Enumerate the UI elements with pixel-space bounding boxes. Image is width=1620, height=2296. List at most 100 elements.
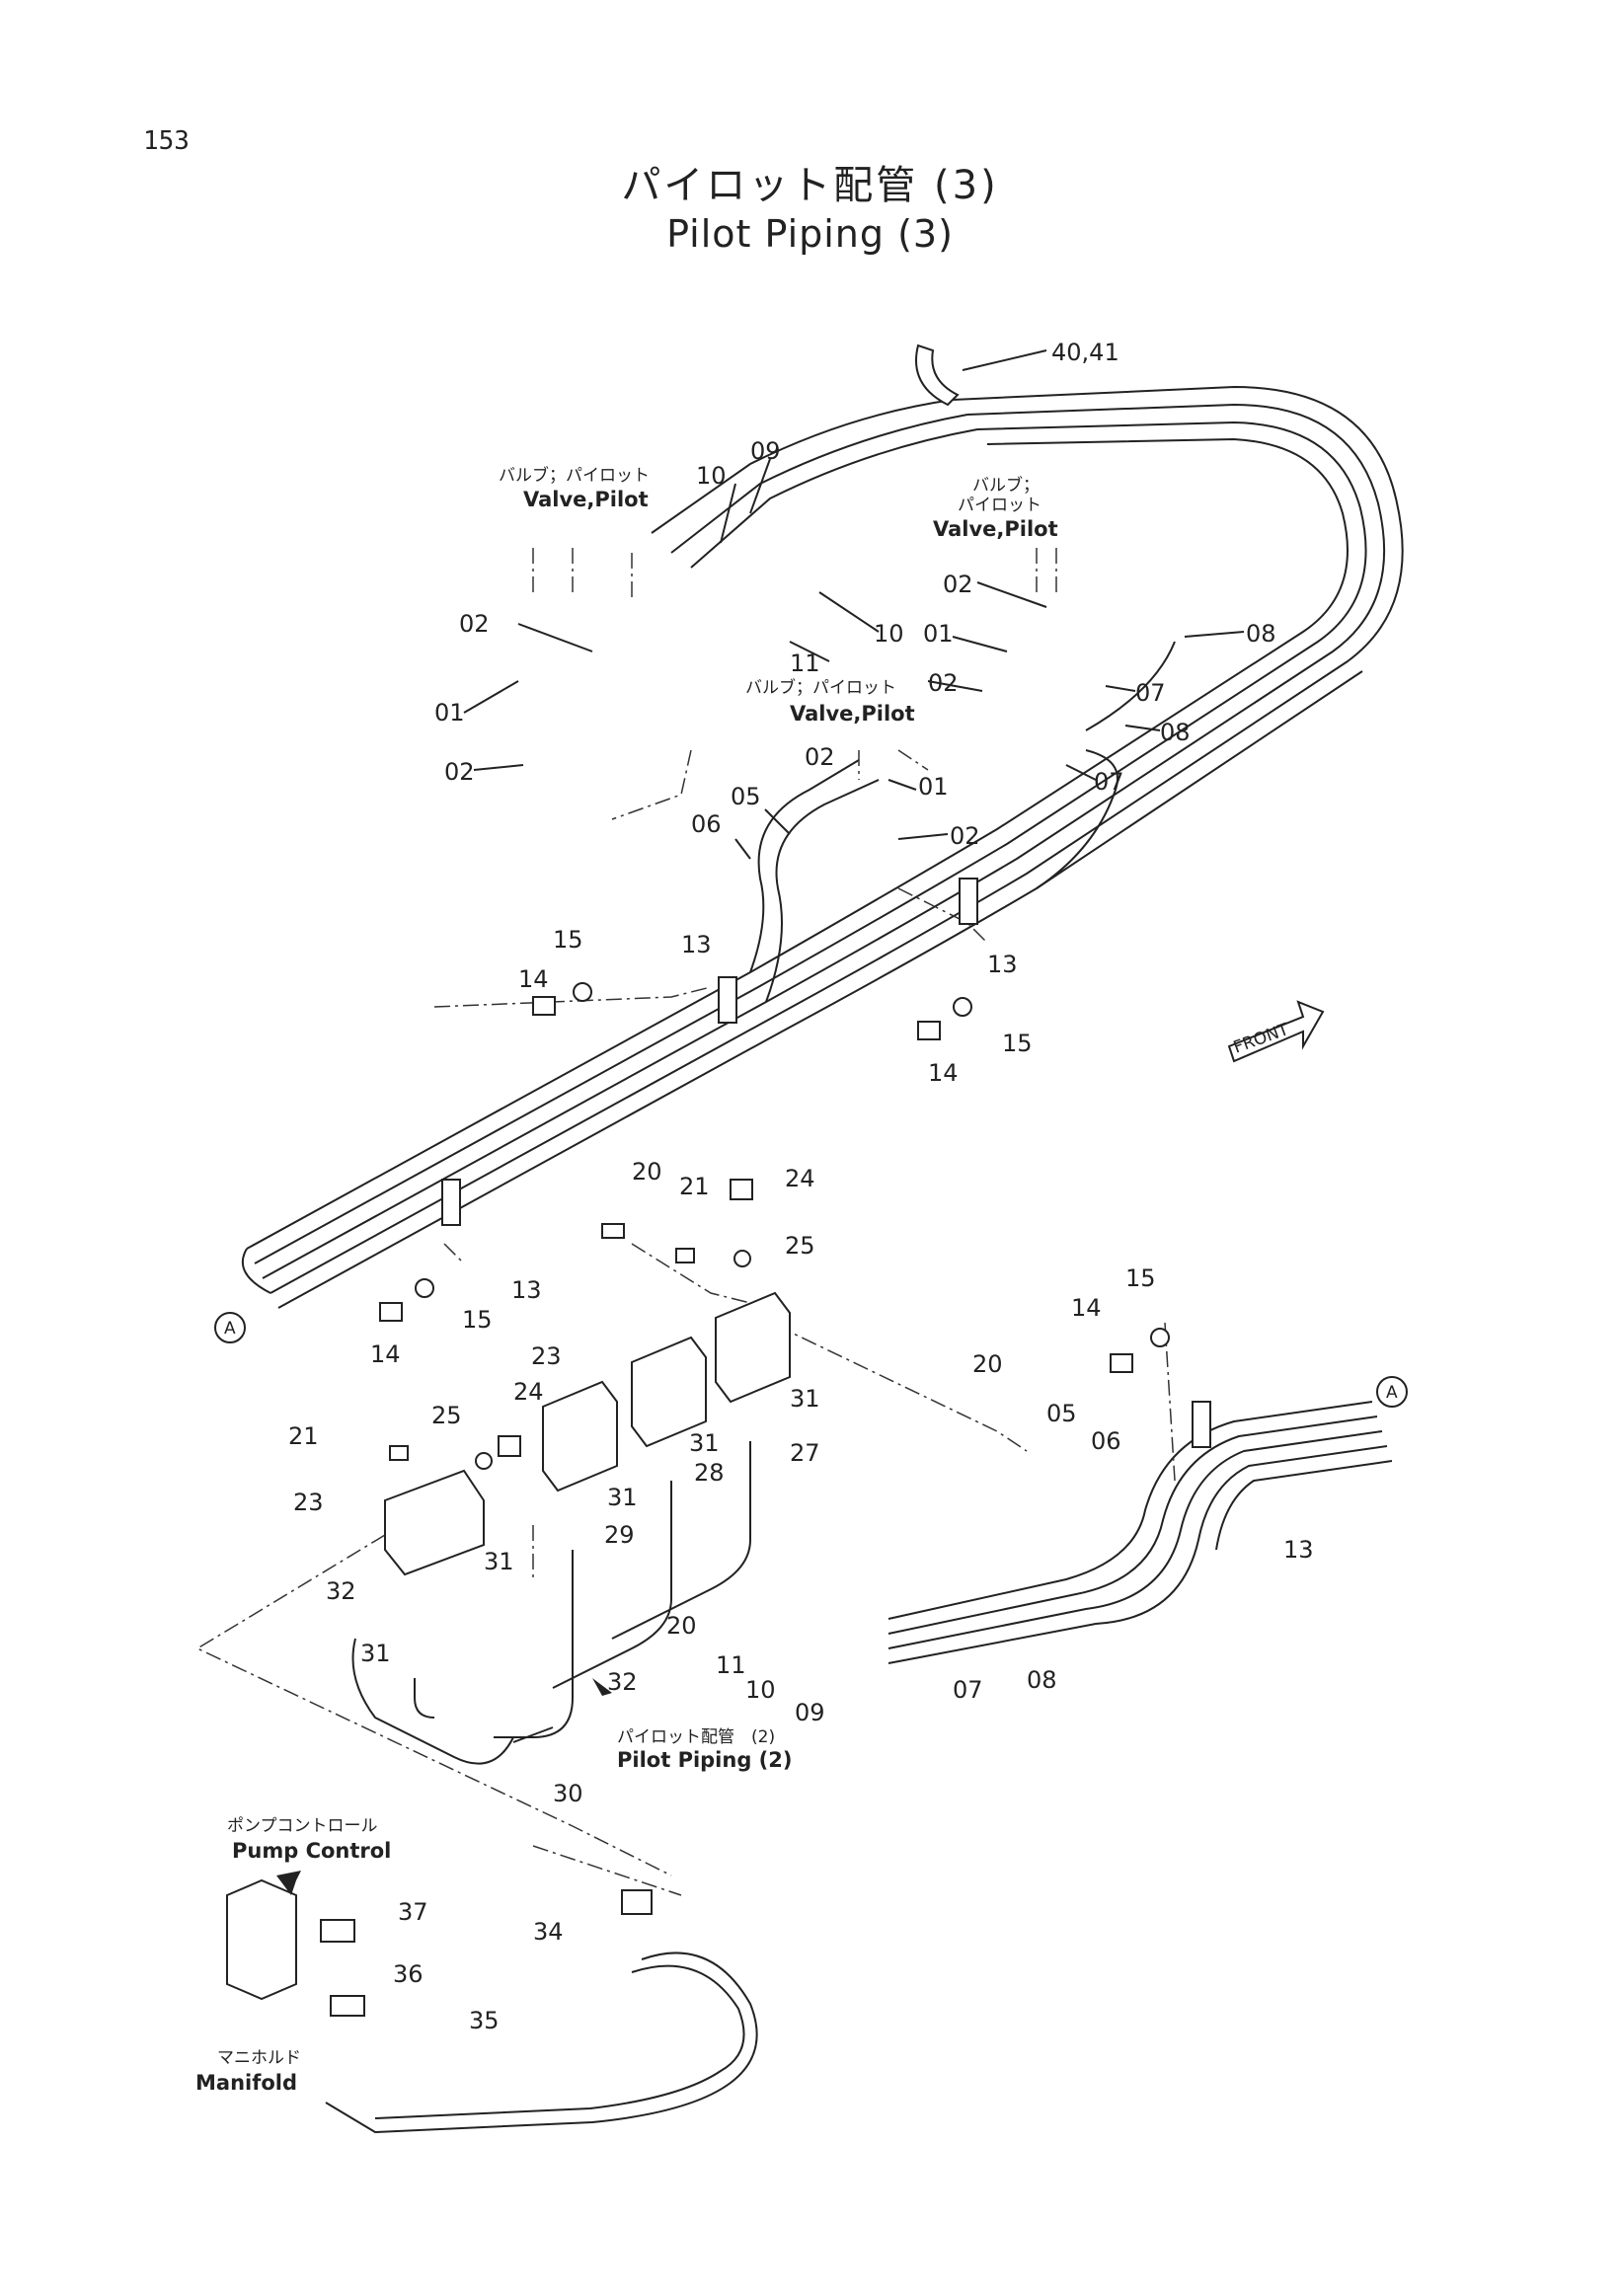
block-23 [542,1380,618,1492]
callout: 20 [632,1158,662,1186]
washer-15 [1150,1328,1170,1347]
valve-pilot-right-en: Valve,Pilot [933,517,1058,541]
callout: 06 [691,810,722,838]
bolt-14 [532,996,556,1016]
pilot-piping-2-en: Pilot Piping (2) [617,1748,793,1772]
callout: 13 [1283,1536,1314,1564]
callout: 14 [370,1340,401,1368]
callout: 25 [431,1402,462,1429]
callout: 32 [607,1668,638,1696]
callout: 09 [750,437,781,465]
front-arrow-icon [1227,1000,1325,1063]
callout: 31 [607,1484,638,1511]
block-23 [384,1469,485,1576]
callout: 13 [987,951,1018,978]
callout: 25 [785,1232,815,1260]
clamp-13 [959,878,978,925]
callout: 07 [1094,768,1124,796]
bolt-14 [917,1021,941,1040]
fitting-20 [601,1223,625,1239]
callout: 02 [459,610,490,638]
callout: 14 [1071,1294,1102,1322]
page-title-japanese: パイロット配管 (3) [621,163,999,208]
callout: 08 [1160,719,1191,746]
bolt-24 [730,1179,753,1200]
callout: 30 [553,1780,583,1807]
callout: 15 [553,926,583,954]
valve-pilot-left-en: Valve,Pilot [523,488,649,511]
clamp-13 [1192,1401,1211,1448]
valve-pilot-mid-en: Valve,Pilot [790,702,915,726]
callout: 15 [1002,1030,1033,1057]
parts [214,344,1408,2017]
bolt-14 [379,1302,403,1322]
callout: 02 [805,743,835,771]
callout: 31 [689,1429,720,1457]
manifold [226,1878,297,2001]
callout: 01 [434,699,465,727]
callout: 29 [604,1521,635,1549]
callout: 02 [928,669,959,697]
washer-25 [733,1250,751,1267]
valve-pilot-left-jp: バルブ；パイロット [499,465,650,486]
callout: 24 [785,1165,815,1192]
washer-15 [415,1278,434,1298]
page-title-english: Pilot Piping (3) [666,212,954,256]
valve-pilot-right-jp1: バルブ； [972,475,1040,496]
front-label: FRONT [1231,1020,1292,1058]
callout: 10 [874,620,904,648]
callout-labels: 40,41 09 10 10 11 02 01 02 02 01 08 02 0… [288,339,1314,2034]
connector-a-right-label: A [1386,1383,1398,1403]
callout: 31 [360,1640,391,1667]
callout: 23 [293,1489,324,1516]
arrow-right-icon [592,1678,612,1696]
connector-a-left-label: A [224,1319,236,1339]
callout: 10 [696,462,727,490]
arrow-up-left-icon [276,1871,326,1910]
callout: 05 [731,783,761,810]
bolt-14 [1110,1353,1133,1373]
pilot-pipes [325,1441,758,2134]
callout-leaders [463,349,1245,860]
block-23 [715,1291,791,1404]
callout: 36 [393,1960,424,1988]
fitting-21 [675,1248,695,1263]
manifold-jp: マニホルド [217,2048,301,2068]
leader-lines [195,548,1176,1896]
callout: 20 [666,1612,697,1640]
callout: 07 [953,1676,983,1704]
pilot-piping-2-jp: パイロット配管 (2) [617,1727,775,1747]
lower-hose-bundle [887,1401,1393,1664]
callout: 32 [326,1577,356,1605]
callout: 15 [1125,1264,1156,1292]
callout: 09 [795,1699,825,1726]
callout: 24 [513,1378,544,1406]
fitting-34 [621,1889,653,1915]
block-23 [631,1336,707,1448]
fitting-21 [389,1445,409,1461]
callout: 21 [288,1422,319,1450]
captions: バルブ；パイロット Valve,Pilot バルブ； パイロット Valve,P… [195,465,1398,2095]
callout: 01 [923,620,954,648]
callout: 20 [972,1350,1003,1378]
callout: 31 [484,1548,514,1575]
washer-15 [953,997,972,1017]
callout: 28 [694,1459,725,1487]
callout: 05 [1046,1400,1077,1427]
callout: 27 [790,1439,820,1467]
callout: 31 [790,1385,820,1413]
upper-hose-bundle [242,385,1404,1309]
page-number: 153 [143,126,190,156]
callout: 06 [1091,1427,1121,1455]
callout: 02 [943,571,973,598]
callout: 34 [533,1918,564,1946]
callout: 15 [462,1306,493,1334]
pump-control-en: Pump Control [232,1839,391,1863]
callout: 08 [1246,620,1276,648]
washer-25 [475,1452,493,1470]
pump-control-jp: ポンプコントロール [227,1816,378,1836]
bolt-24 [498,1435,521,1457]
callout: 02 [444,758,475,786]
callout: 21 [679,1173,710,1200]
washer-15 [573,982,592,1002]
